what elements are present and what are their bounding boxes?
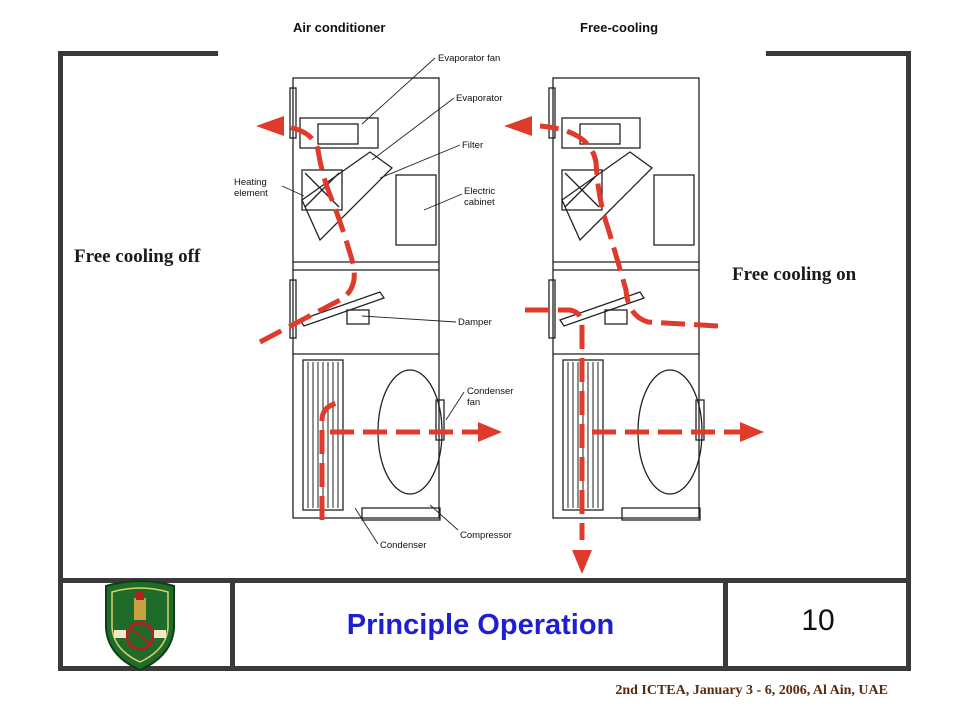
frame-left <box>58 51 63 671</box>
callout-leaders <box>281 57 465 545</box>
callout-heating-element: Heating element <box>234 177 268 199</box>
right-supply-arrowhead <box>504 116 532 136</box>
callout-condenser: Condenser <box>380 540 427 551</box>
page-number: 10 <box>801 604 835 637</box>
frame-divider <box>58 578 911 583</box>
frame-cell-divider-right <box>723 578 728 670</box>
left-supply-airflow-arrow <box>258 123 357 345</box>
header-air-conditioner: Air conditioner <box>293 20 386 35</box>
right-unit-cabinet <box>548 77 705 521</box>
frame-top-right <box>766 51 911 56</box>
right-supply-airflow-arrow <box>539 123 719 329</box>
header-free-cooling: Free-cooling <box>580 20 659 35</box>
label-free-cooling-on: Free cooling on <box>732 264 857 285</box>
right-down-arrowhead <box>572 550 592 574</box>
callout-evaporator: Evaporator <box>456 93 503 104</box>
callout-damper: Damper <box>458 317 492 328</box>
left-supply-arrowhead <box>256 116 284 136</box>
label-free-cooling-off: Free cooling off <box>74 246 201 267</box>
left-condenser-intake-arrow <box>319 399 343 520</box>
right-outside-air-arrow <box>525 307 585 540</box>
callout-electric-cabinet: Electric cabinet <box>464 186 496 208</box>
callout-condenser-fan: Condenser fan <box>467 386 514 408</box>
right-exhaust-arrowhead <box>740 422 764 442</box>
callout-evaporator-fan: Evaporator fan <box>438 53 501 64</box>
callout-compressor: Compressor <box>460 530 512 541</box>
frame-cell-divider-left <box>230 578 235 670</box>
left-exhaust-arrowhead <box>478 422 502 442</box>
left-unit-cabinet <box>289 77 445 521</box>
slide-title: Principle Operation <box>346 608 615 641</box>
frame-bottom <box>58 666 911 671</box>
university-crest-icon <box>105 580 175 672</box>
frame-top-left <box>58 51 218 56</box>
frame-right <box>906 51 911 671</box>
right-unit-condenser-grille <box>567 362 599 508</box>
footer-conference: 2nd ICTEA, January 3 - 6, 2006, Al Ain, … <box>615 683 888 698</box>
callout-filter: Filter <box>462 140 484 151</box>
